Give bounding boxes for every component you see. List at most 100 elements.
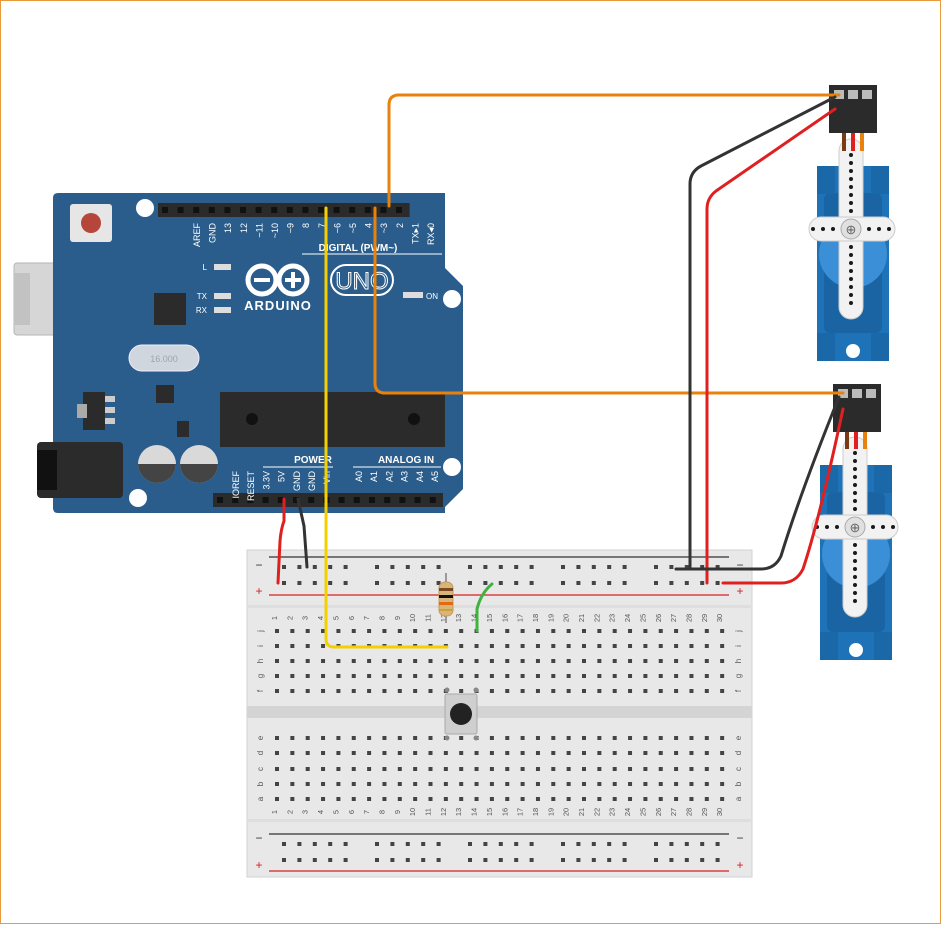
breadboard-hole[interactable] [436,858,441,862]
breadboard-hole[interactable] [591,842,596,846]
digital-header-pin[interactable] [162,207,168,213]
power-header-pin[interactable] [247,497,254,503]
wire-servo2-power[interactable] [721,407,845,585]
breadboard-hole[interactable] [483,565,488,569]
breadboard-hole[interactable] [535,689,540,693]
breadboard-hole[interactable] [597,629,602,633]
breadboard-hole[interactable] [459,674,464,678]
breadboard-hole[interactable] [321,674,326,678]
breadboard-hole[interactable] [704,767,709,771]
breadboard-hole[interactable] [413,782,418,786]
breadboard-hole[interactable] [351,629,356,633]
breadboard-hole[interactable] [290,797,295,801]
breadboard-hole[interactable] [514,565,519,569]
breadboard-hole[interactable] [275,797,279,801]
breadboard-hole[interactable] [390,581,395,585]
breadboard-hole[interactable] [390,565,395,569]
breadboard-hole[interactable] [489,767,494,771]
breadboard-hole[interactable] [684,581,689,585]
breadboard-hole[interactable] [305,767,310,771]
breadboard-hole[interactable] [428,782,433,786]
breadboard-hole[interactable] [498,581,503,585]
breadboard-hole[interactable] [612,736,617,740]
breadboard-hole[interactable] [654,842,658,846]
breadboard-hole[interactable] [535,782,540,786]
breadboard-hole[interactable] [436,842,441,846]
breadboard-hole[interactable] [336,751,341,755]
breadboard-hole[interactable] [282,858,286,862]
wire-servo1-gnd[interactable] [688,95,837,569]
breadboard-hole[interactable] [321,629,326,633]
breadboard-hole[interactable] [297,581,302,585]
wire-servo2-gnd[interactable] [674,395,841,571]
breadboard-hole[interactable] [305,782,310,786]
breadboard-hole[interactable] [489,689,494,693]
breadboard-hole[interactable] [336,629,341,633]
breadboard-hole[interactable] [551,751,556,755]
breadboard-hole[interactable] [674,797,679,801]
breadboard-hole[interactable] [704,689,709,693]
breadboard-hole[interactable] [689,689,694,693]
breadboard-hole[interactable] [689,629,694,633]
power-header-pin[interactable] [217,497,223,503]
breadboard-hole[interactable] [312,858,317,862]
breadboard-hole[interactable] [290,674,295,678]
breadboard-hole[interactable] [535,767,540,771]
breadboard-hole[interactable] [561,858,565,862]
breadboard-hole[interactable] [520,751,525,755]
breadboard-hole[interactable] [582,782,586,786]
breadboard-hole[interactable] [505,689,510,693]
breadboard-hole[interactable] [367,689,372,693]
breadboard-hole[interactable] [505,629,510,633]
breadboard-hole[interactable] [520,797,525,801]
power-header-pin[interactable] [232,497,239,503]
breadboard-hole[interactable] [305,674,310,678]
breadboard-hole[interactable] [428,629,433,633]
breadboard-hole[interactable] [704,629,709,633]
breadboard-hole[interactable] [382,736,387,740]
digital-header-pin[interactable] [224,207,231,213]
breadboard-hole[interactable] [720,674,725,678]
servo-1[interactable]: ⊕ [808,138,896,361]
breadboard-hole[interactable] [551,689,556,693]
breadboard-hole[interactable] [290,751,295,755]
breadboard-hole[interactable] [474,751,479,755]
breadboard-hole[interactable] [275,782,279,786]
breadboard-hole[interactable] [643,644,648,648]
breadboard-hole[interactable] [290,644,295,648]
breadboard-hole[interactable] [643,629,648,633]
breadboard-hole[interactable] [720,659,725,663]
breadboard-hole[interactable] [720,767,725,771]
breadboard-hole[interactable] [561,581,565,585]
breadboard-hole[interactable] [312,581,317,585]
breadboard-hole[interactable] [715,858,720,862]
breadboard-hole[interactable] [343,565,348,569]
breadboard-hole[interactable] [336,797,341,801]
digital-header-pin[interactable] [318,207,324,213]
breadboard-hole[interactable] [351,797,356,801]
breadboard-hole[interactable] [720,751,725,755]
breadboard-hole[interactable] [535,797,540,801]
breadboard-hole[interactable] [704,751,709,755]
breadboard-hole[interactable] [413,797,418,801]
breadboard-hole[interactable] [612,797,617,801]
breadboard-hole[interactable] [535,629,540,633]
breadboard-hole[interactable] [612,674,617,678]
power-header-pin[interactable] [277,497,284,503]
breadboard-hole[interactable] [428,797,433,801]
breadboard-hole[interactable] [643,767,648,771]
breadboard-hole[interactable] [582,751,586,755]
breadboard-hole[interactable] [367,797,372,801]
breadboard-hole[interactable] [658,736,663,740]
breadboard-hole[interactable] [405,581,410,585]
breadboard-hole[interactable] [489,629,494,633]
breadboard-hole[interactable] [720,629,725,633]
breadboard-hole[interactable] [674,751,679,755]
breadboard-hole[interactable] [643,751,648,755]
breadboard-hole[interactable] [343,842,348,846]
breadboard-hole[interactable] [684,565,689,569]
breadboard-hole[interactable] [551,644,556,648]
breadboard-hole[interactable] [375,581,379,585]
breadboard-hole[interactable] [607,565,612,569]
breadboard-hole[interactable] [375,842,379,846]
